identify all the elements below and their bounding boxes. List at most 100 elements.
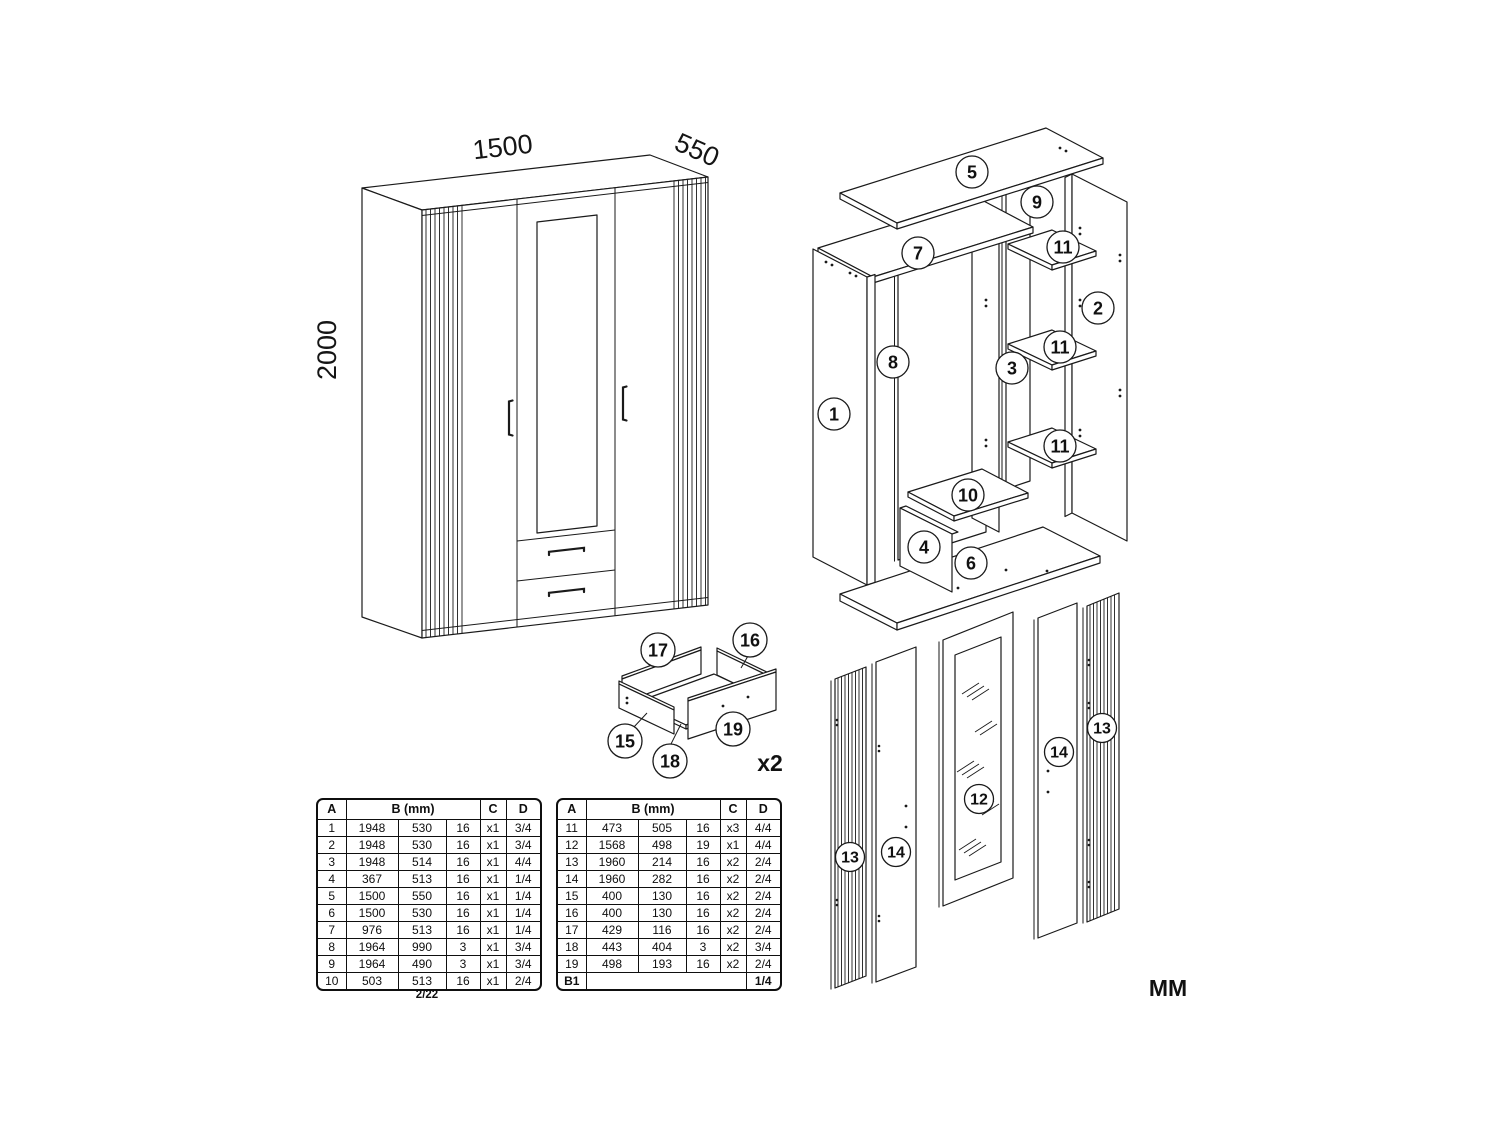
part-value-cell: 130 <box>637 904 687 922</box>
fluted-strip-right <box>673 177 706 609</box>
part-value-cell: 513 <box>397 870 447 888</box>
col-header-a: A <box>558 800 587 820</box>
part-value-cell: 2/4 <box>745 870 780 888</box>
part-value-cell: x1 <box>479 921 507 939</box>
part-value-cell: 400 <box>585 887 639 905</box>
part-value-cell: 16 <box>685 887 721 905</box>
col-header-d: D <box>505 800 540 820</box>
part-id-cell: 1 <box>318 819 347 837</box>
part-value-cell: 498 <box>585 955 639 973</box>
svg-text:14: 14 <box>887 845 905 862</box>
part-value-cell: 404 <box>637 938 687 956</box>
part-value-cell: 429 <box>585 921 639 939</box>
svg-text:6: 6 <box>966 554 976 574</box>
svg-text:16: 16 <box>740 631 760 651</box>
part-value-cell: 1960 <box>585 870 639 888</box>
part-value-cell: 19 <box>685 836 721 854</box>
part-value-cell: 498 <box>637 836 687 854</box>
panel-part-14-left <box>871 646 917 984</box>
part-id-cell: 12 <box>558 836 587 854</box>
svg-text:2: 2 <box>1093 299 1103 319</box>
part-value-cell: 3/4 <box>505 836 540 854</box>
part-label-12: 12 <box>963 783 995 815</box>
part-id-cell: B1 <box>558 972 587 989</box>
table-row-b1: B1 1/4 <box>558 972 780 989</box>
part-label-17: 17 <box>640 632 676 668</box>
part-label-2: 2 <box>1081 291 1115 325</box>
part-value-cell: 1/4 <box>745 972 780 989</box>
panel-part-14-right <box>1033 602 1078 940</box>
part-value-cell: 1/4 <box>505 921 540 939</box>
part-id-cell: 3 <box>318 853 347 871</box>
part-value-cell: 1964 <box>345 955 399 973</box>
part-value-cell: 513 <box>397 972 447 989</box>
part-id-cell: 7 <box>318 921 347 939</box>
part-label-7: 7 <box>901 236 935 270</box>
part-id-cell: 14 <box>558 870 587 888</box>
part-value-cell: 1964 <box>345 938 399 956</box>
part-label-15: 15 <box>607 723 643 759</box>
part-value-cell: 976 <box>345 921 399 939</box>
part-value-cell: x2 <box>719 887 747 905</box>
drawer-assembly-view <box>618 646 777 745</box>
part-value-cell: 503 <box>345 972 399 989</box>
part-value-cell: x2 <box>719 921 747 939</box>
part-value-cell: x2 <box>719 904 747 922</box>
part-value-cell: x1 <box>479 972 507 989</box>
table-header-row: A B (mm) C D <box>558 800 780 820</box>
part-value-cell: 16 <box>445 972 481 989</box>
col-header-a: A <box>318 800 347 820</box>
col-header-b: B (mm) <box>345 800 481 820</box>
door-panels-view <box>830 592 1120 990</box>
part-value-cell: 514 <box>397 853 447 871</box>
part-label-9: 9 <box>1020 185 1054 219</box>
svg-text:18: 18 <box>660 752 680 772</box>
part-label-1: 1 <box>817 397 851 431</box>
part-value-cell: 3/4 <box>505 819 540 837</box>
part-value-cell: x1 <box>479 887 507 905</box>
empty-cell <box>585 972 747 989</box>
part-value-cell: x2 <box>719 955 747 973</box>
part-id-cell: 6 <box>318 904 347 922</box>
part-value-cell: 2/4 <box>745 853 780 871</box>
part-value-cell: 1948 <box>345 853 399 871</box>
fluted-strip-left <box>425 205 463 638</box>
part-id-cell: 4 <box>318 870 347 888</box>
part-id-cell: 5 <box>318 887 347 905</box>
svg-text:7: 7 <box>913 244 923 264</box>
part-value-cell: 3/4 <box>505 955 540 973</box>
svg-text:15: 15 <box>615 732 635 752</box>
panel-part-13-right-fluted <box>1082 592 1120 924</box>
page-number: 2/22 <box>415 989 439 1001</box>
part-value-cell: 505 <box>637 819 687 837</box>
door-handle-right <box>621 385 628 422</box>
part-value-cell: 3 <box>445 938 481 956</box>
svg-text:14: 14 <box>1050 745 1068 762</box>
part-value-cell: 16 <box>685 819 721 837</box>
part-value-cell: 2/4 <box>505 972 540 989</box>
part-id-cell: 16 <box>558 904 587 922</box>
part-value-cell: x2 <box>719 938 747 956</box>
svg-text:8: 8 <box>888 353 898 373</box>
drawer-handle-2 <box>547 587 586 598</box>
exploded-part-labels: 5 9 7 11 2 11 8 3 1 11 10 4 6 <box>817 155 1115 580</box>
part-value-cell: 490 <box>397 955 447 973</box>
part-value-cell: x2 <box>719 870 747 888</box>
part-value-cell: 282 <box>637 870 687 888</box>
part-value-cell: 16 <box>445 836 481 854</box>
part-value-cell: 193 <box>637 955 687 973</box>
door-handle-left <box>507 399 514 437</box>
part-value-cell: 16 <box>445 887 481 905</box>
part-value-cell: 530 <box>397 819 447 837</box>
